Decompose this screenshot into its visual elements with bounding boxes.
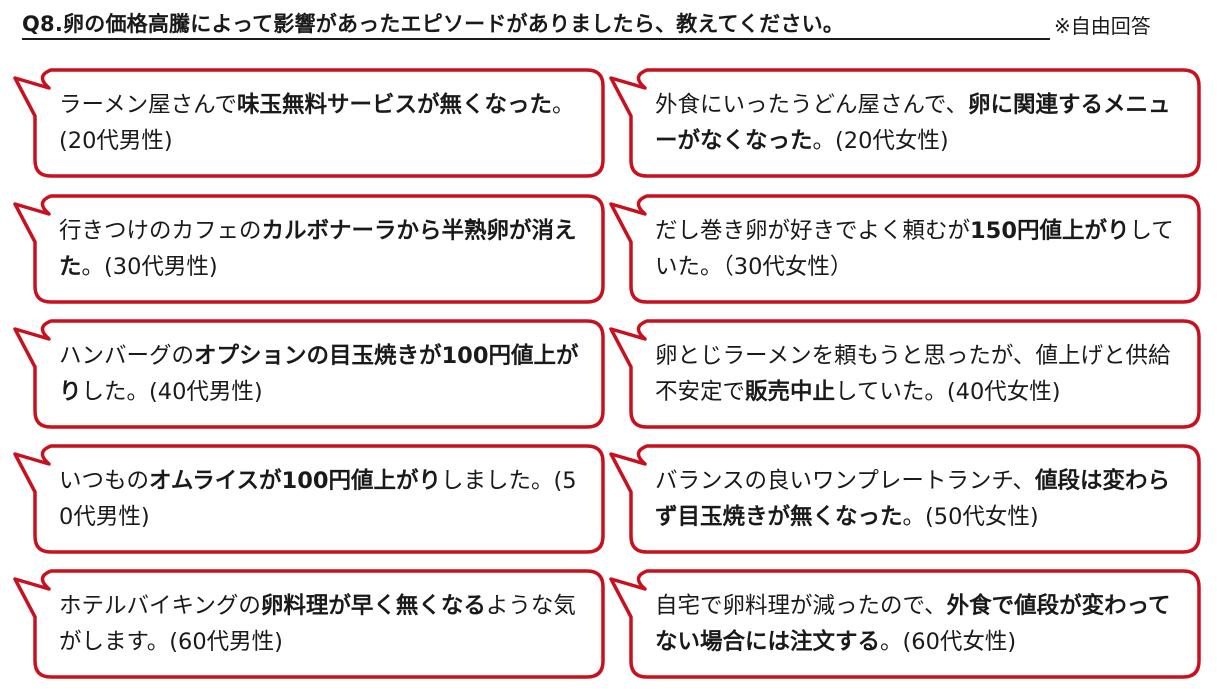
bubble-outline [609,444,1201,554]
highlighted-text: 卵に関連するメニューがなくなった [655,92,1171,154]
body-text: 。(30代男性) [81,254,218,280]
body-text: ホテルバイキングの [59,593,261,619]
bubble-text: 自宅で卵料理が減ったので、外食で値段が変わってない場合には注文する。(60代女性… [655,588,1175,660]
highlighted-text: 味玉無料サービスが無くなった [236,92,552,118]
bubble-outline [609,68,1201,178]
bubble-shape [13,444,605,554]
body-text: バランスの良いワンプレートランチ、 [655,468,1036,494]
body-text: していた。（30代女性） [655,218,1174,280]
bubble-text: 卵とじラーメンを頼もうと思ったが、値上げと供給不安定で販売中止していた。(40代… [655,338,1175,410]
speech-bubble: いつものオムライスが100円値上がりしました。(50代男性) [13,444,605,554]
header: Q8.卵の価格高騰によって影響があったエピソードがありましたら、教えてください。… [22,6,1202,40]
speech-bubble: バランスの良いワンプレートランチ、値段は変わらず目玉焼きが無くなった。(50代女… [609,444,1201,554]
body-text: した。(40代男性) [81,379,263,405]
bubble-text: いつものオムライスが100円値上がりしました。(50代男性) [59,463,579,535]
bubble-text: ラーメン屋さんで味玉無料サービスが無くなった。(20代男性) [59,87,579,159]
body-text: 。(20代女性) [812,128,949,154]
body-text: いつもの [59,468,150,494]
body-text: 。(20代男性) [59,92,575,154]
bubble-shape [609,319,1201,429]
body-text: ような気がします。(60代男性) [59,593,576,655]
bubble-outline [13,68,605,178]
question-underline [22,38,1050,40]
speech-bubble: 卵とじラーメンを頼もうと思ったが、値上げと供給不安定で販売中止していた。(40代… [609,319,1201,429]
bubble-outline [609,194,1201,304]
bubble-shape [609,68,1201,178]
highlighted-text: 外食で値段が変わってない場合には注文する [655,593,1171,655]
body-text: 自宅で卵料理が減ったので、 [655,593,947,619]
body-text: ハンバーグの [59,343,195,369]
speech-bubble: 行きつけのカフェのカルボナーラから半熟卵が消えた。(30代男性) [13,194,605,304]
free-answer-note: ※自由回答 [1054,14,1151,38]
speech-bubble: 外食にいったうどん屋さんで、卵に関連するメニューがなくなった。(20代女性) [609,68,1201,178]
body-text: 卵とじラーメンを頼もうと思ったが、値上げと供給不安定で [655,343,1171,405]
bubble-text: ハンバーグのオプションの目玉焼きが100円値上がりした。(40代男性) [59,338,579,410]
highlighted-text: 150円値上がり [970,218,1130,244]
body-text: 行きつけのカフェの [59,218,262,244]
highlighted-text: 販売中止 [745,379,836,405]
bubble-outline [609,319,1201,429]
bubble-outline [609,569,1201,679]
bubble-outline [13,194,605,304]
bubble-shape [13,569,605,679]
speech-bubble: ホテルバイキングの卵料理が早く無くなるような気がします。(60代男性) [13,569,605,679]
bubble-text: ホテルバイキングの卵料理が早く無くなるような気がします。(60代男性) [59,588,579,660]
body-text: ラーメン屋さんで [59,92,237,118]
bubble-outline [13,444,605,554]
bubble-outline [13,319,605,429]
bubble-shape [13,194,605,304]
body-text: だし巻き卵が好きでよく頼むが [655,218,971,244]
bubble-outline [13,569,605,679]
speech-bubble: だし巻き卵が好きでよく頼むが150円値上がりしていた。（30代女性） [609,194,1201,304]
bubble-shape [13,68,605,178]
bubble-text: バランスの良いワンプレートランチ、値段は変わらず目玉焼きが無くなった。(50代女… [655,463,1175,535]
bubble-shape [609,194,1201,304]
bubble-text: 行きつけのカフェのカルボナーラから半熟卵が消えた。(30代男性) [59,213,579,285]
highlighted-text: 卵料理が早く無くなる [260,593,486,619]
bubble-shape [609,569,1201,679]
bubble-text: 外食にいったうどん屋さんで、卵に関連するメニューがなくなった。(20代女性) [655,87,1175,159]
body-text: 。(50代女性) [902,504,1039,530]
highlighted-text: カルボナーラから半熟卵が消えた [59,218,577,280]
bubble-shape [609,444,1201,554]
highlighted-text: 値段は変わらず目玉焼きが無くなった [655,468,1171,530]
highlighted-text: オムライスが100円値上がり [149,468,442,494]
body-text: しました。(50代男性) [59,468,577,530]
bubble-text: だし巻き卵が好きでよく頼むが150円値上がりしていた。（30代女性） [655,213,1175,285]
question-title: Q8.卵の価格高騰によって影響があったエピソードがありましたら、教えてください。 [22,12,845,36]
highlighted-text: オプションの目玉焼きが100円値上がり [59,343,579,405]
speech-bubble: 自宅で卵料理が減ったので、外食で値段が変わってない場合には注文する。(60代女性… [609,569,1201,679]
body-text: していた。(40代女性) [835,379,1061,405]
speech-bubble: ハンバーグのオプションの目玉焼きが100円値上がりした。(40代男性) [13,319,605,429]
body-text: 。(60代女性) [880,629,1017,655]
bubble-shape [13,319,605,429]
speech-bubble: ラーメン屋さんで味玉無料サービスが無くなった。(20代男性) [13,68,605,178]
body-text: 外食にいったうどん屋さんで、 [655,92,968,118]
